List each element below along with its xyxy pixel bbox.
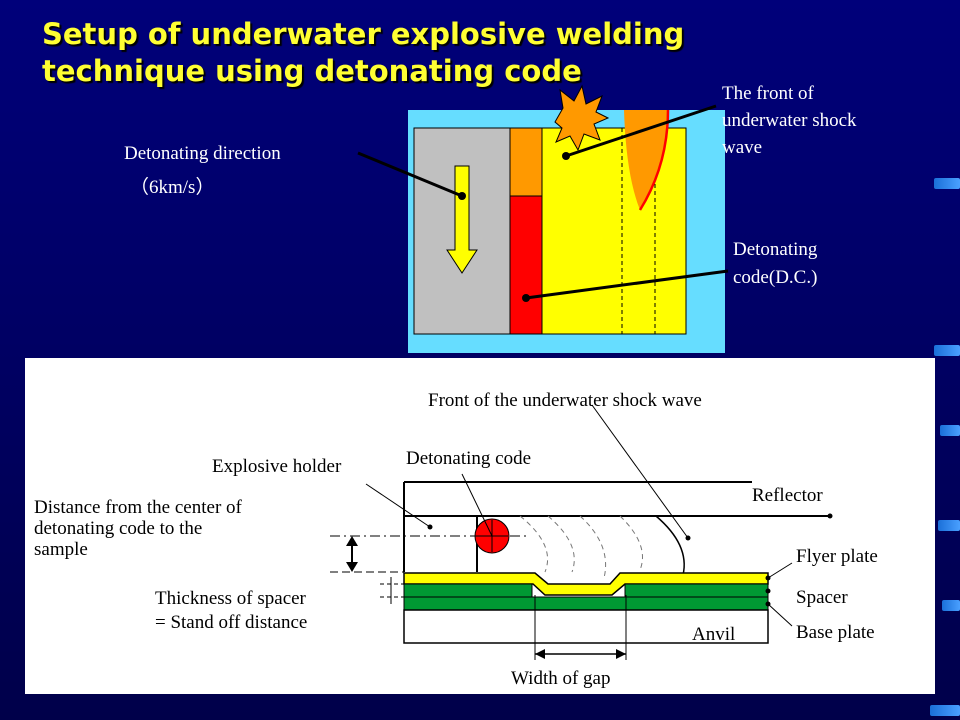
label-base-plate: Base plate [796,622,875,643]
leader-base-plate [767,603,793,627]
leader-dot [522,294,530,302]
decor-dash [942,600,960,611]
leader-dot [685,535,691,541]
decor-dash [938,520,960,531]
shock-wave-front-line [655,515,685,576]
top-setup-figure [357,84,729,353]
distance-arrow-top [346,536,358,546]
base-plate [403,596,769,611]
leader-dot [458,192,466,200]
decor-dash [930,705,960,716]
decor-dash [934,345,960,356]
label-distance: Distance from the center of detonating c… [34,497,242,560]
distance-arrow-bottom [346,562,358,572]
leader-line-direction [357,151,463,198]
label-spacer-thickness: Thickness of spacer = Stand off distance [155,588,308,633]
leader-dot [765,588,771,594]
label-reflector: Reflector [752,485,823,506]
leader-explosive-holder [365,483,431,528]
leader-flyer [767,562,793,579]
label-width-of-gap: Width of gap [511,668,611,689]
leader-line-code [525,269,729,300]
detonating-direction-arrow [446,165,478,274]
leader-line-shock [565,104,717,158]
label-detonating-direction: Detonating direction （6km/s） [124,143,281,198]
title-line-1: Setup of underwater explosive welding [42,17,685,51]
leader-front-shock [591,404,689,539]
decor-dash [934,178,960,189]
label-front-shock-wave: Front of the underwater shock wave [428,390,702,411]
spacer-right [624,583,769,598]
title-line-2: technique using detonating code [42,54,582,88]
reflector-dot [827,513,833,519]
gap-arrow-right [616,649,626,659]
burnt-explosive [509,127,543,197]
leader-dot [765,601,771,607]
leader-dot [562,152,570,160]
slide-title: Setup of underwater explosive welding te… [42,16,802,90]
label-detonating-code-top: Detonating code(D.C.) [733,239,818,288]
leader-detonating-code [461,473,493,537]
label-flyer-plate: Flyer plate [796,546,878,567]
anvil [403,609,769,644]
label-explosive-holder: Explosive holder [212,456,342,477]
shock-wave-dashes [519,515,643,579]
label-detonating-code: Detonating code [406,448,532,469]
label-spacer: Spacer [796,587,848,608]
label-anvil: Anvil [692,624,736,645]
leader-dot [427,524,433,530]
gap-arrow-left [535,649,545,659]
label-shock-front: The front of underwater shock wave [722,83,857,158]
shock-wave-region [624,110,668,210]
decor-dash [940,425,960,436]
leader-dot [765,575,771,581]
spacer-left [403,583,533,598]
explosion-icon [554,84,610,152]
